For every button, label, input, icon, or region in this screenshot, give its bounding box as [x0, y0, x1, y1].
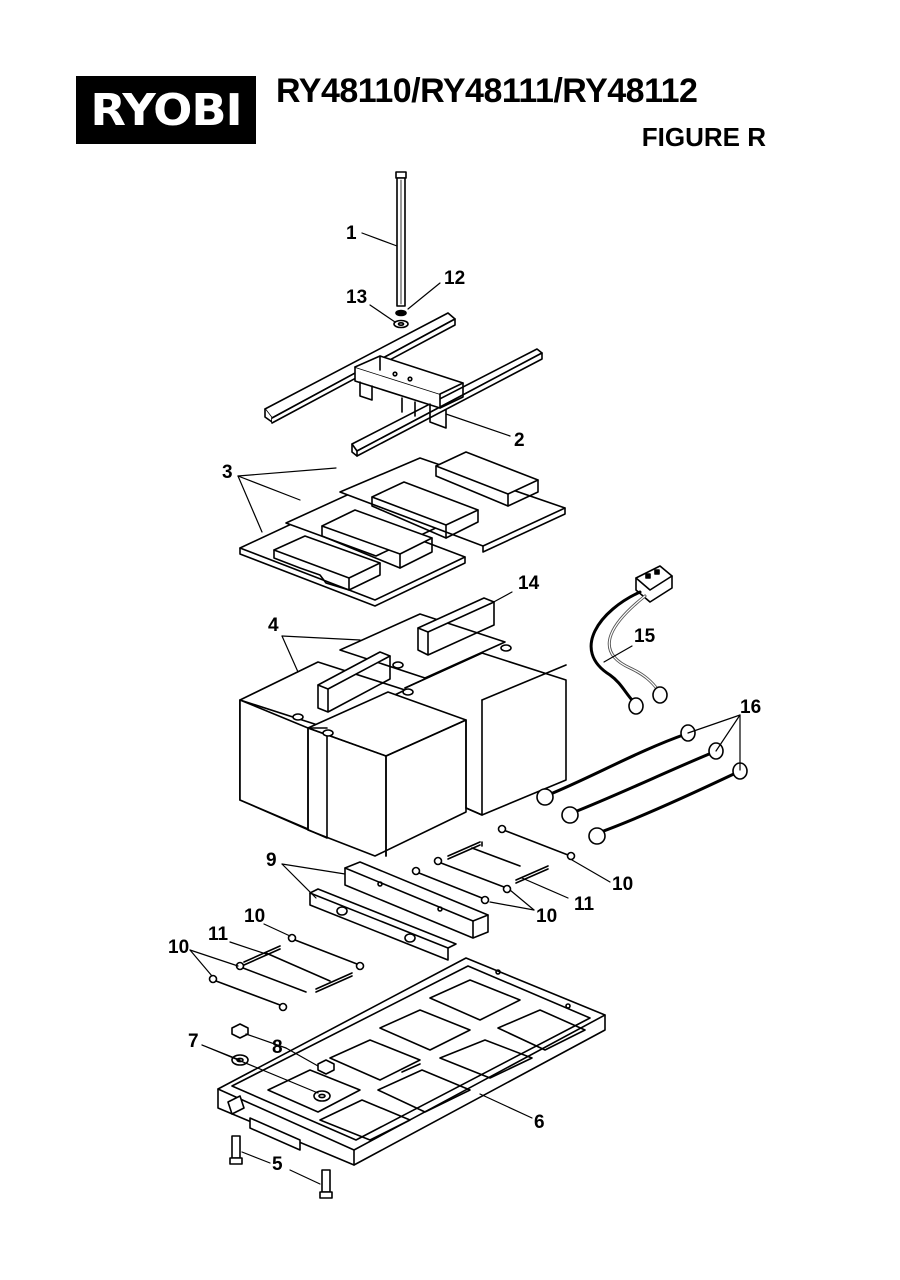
callout-8: 8: [272, 1037, 283, 1058]
part-3-tray-covers: [239, 451, 566, 607]
part-9-brackets: [309, 861, 489, 961]
model-title: RY48110/RY48111/RY48112: [276, 72, 698, 110]
part-14-spacers: [317, 597, 495, 713]
part-6-tray: [217, 957, 606, 1166]
callout-15: 15: [634, 626, 656, 647]
figure-title: FIGURE R: [641, 122, 766, 152]
brand-logo-text: RYOBI: [90, 84, 242, 136]
callout-9: 9: [266, 850, 277, 871]
part-12-lock-washer: [395, 309, 407, 317]
callout-3: 3: [222, 462, 233, 483]
callout-1: 1: [346, 223, 357, 244]
tray-block-2: [321, 509, 433, 569]
tray-block-4: [435, 451, 539, 507]
callout-16: 16: [740, 697, 761, 718]
tray-block-3: [371, 481, 479, 539]
callout-6: 6: [534, 1112, 545, 1133]
callout-11-b: 11: [208, 924, 229, 945]
part-16-jumper-cables: [536, 724, 748, 845]
callout-12: 12: [444, 268, 465, 289]
callout-2: 2: [514, 430, 525, 451]
callout-5: 5: [272, 1154, 283, 1175]
part-2-hold-down-frame: [264, 312, 543, 457]
tray-block-1: [273, 535, 381, 591]
callout-13: 13: [346, 287, 367, 308]
callout-14: 14: [518, 573, 540, 594]
callout-7: 7: [188, 1031, 199, 1052]
callout-labels: 1 12 13 2 3 14 4 15 16 10 11 10 9 10 11 …: [168, 223, 761, 1175]
part-8-nuts: [231, 1023, 335, 1075]
callout-4: 4: [268, 615, 279, 636]
part-5-bolts: [229, 1135, 333, 1199]
part-13-washer: [393, 319, 409, 329]
part-10-11-hardware-lower: [208, 933, 365, 1012]
callout-10-d: 10: [168, 937, 189, 958]
part-1-bolt: [395, 171, 407, 307]
callout-10-c: 10: [244, 906, 265, 927]
callout-10-b: 10: [536, 906, 557, 927]
callout-11-a: 11: [574, 894, 595, 915]
leader-lines: [189, 232, 741, 1185]
callout-10-a: 10: [612, 874, 633, 895]
part-4-batteries: [239, 613, 567, 857]
ryobi-logo: RYOBI: [76, 76, 256, 144]
part-15-harness: [589, 565, 673, 715]
part-10-11-hardware-upper: [411, 824, 576, 905]
